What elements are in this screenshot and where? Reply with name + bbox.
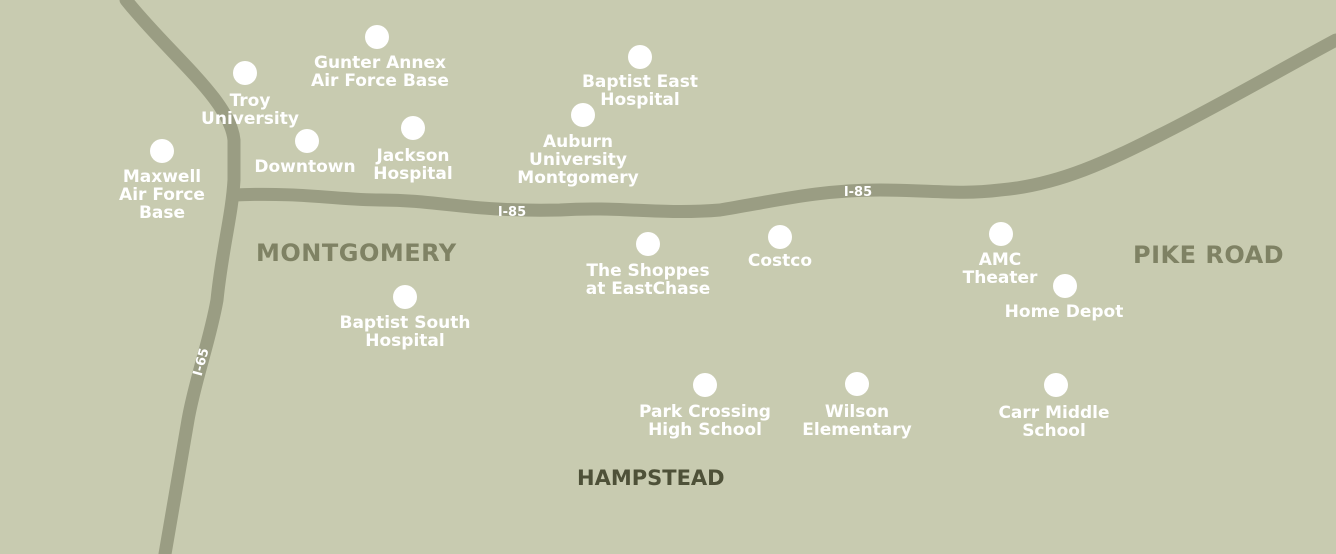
poi-label: Wilson Elementary [802, 402, 912, 440]
i85-west-shield: I-85 [498, 205, 526, 220]
poi-label: Maxwell Air Force Base [119, 167, 205, 223]
location-pin-icon[interactable] [401, 116, 425, 140]
area-label-montgomery: MONTGOMERY [256, 239, 457, 267]
poi-label: Gunter Annex Air Force Base [311, 53, 449, 91]
poi-label: Carr Middle School [998, 403, 1110, 441]
location-pin-icon[interactable] [150, 139, 174, 163]
poi-label: The Shoppes at EastChase [585, 261, 711, 299]
i85-east-shield: I-85 [844, 185, 872, 200]
interstate-65-road [119, 0, 241, 554]
location-pin-icon[interactable] [636, 232, 660, 256]
poi-label: Home Depot [1004, 302, 1124, 322]
poi-label: Jackson Hospital [373, 146, 453, 184]
location-pin-icon[interactable] [1053, 274, 1077, 298]
interstate-85-road [227, 33, 1336, 219]
location-pin-icon[interactable] [628, 45, 652, 69]
poi-label: Baptist South Hospital [339, 313, 471, 351]
location-pin-icon[interactable] [768, 225, 792, 249]
location-pin-icon[interactable] [571, 103, 595, 127]
poi-label: AMC Theater [962, 250, 1038, 288]
location-pin-icon[interactable] [233, 61, 257, 85]
poi-label: Downtown [254, 157, 356, 177]
location-pin-icon[interactable] [1044, 373, 1068, 397]
location-pin-icon[interactable] [989, 222, 1013, 246]
poi-label: Baptist East Hospital [581, 72, 699, 110]
i65-shield: I-65 [191, 346, 213, 377]
location-pin-icon[interactable] [365, 25, 389, 49]
poi-label: Auburn University Montgomery [517, 132, 639, 188]
poi-label: Park Crossing High School [639, 402, 771, 440]
poi-label: Costco [747, 251, 813, 271]
area-label-pike-road: PIKE ROAD [1133, 241, 1285, 269]
area-label-hampstead: HAMPSTEAD [577, 466, 725, 490]
location-pin-icon[interactable] [295, 129, 319, 153]
poi-label: Troy University [201, 91, 299, 129]
location-pin-icon[interactable] [693, 373, 717, 397]
location-pin-icon[interactable] [393, 285, 417, 309]
location-pin-icon[interactable] [845, 372, 869, 396]
